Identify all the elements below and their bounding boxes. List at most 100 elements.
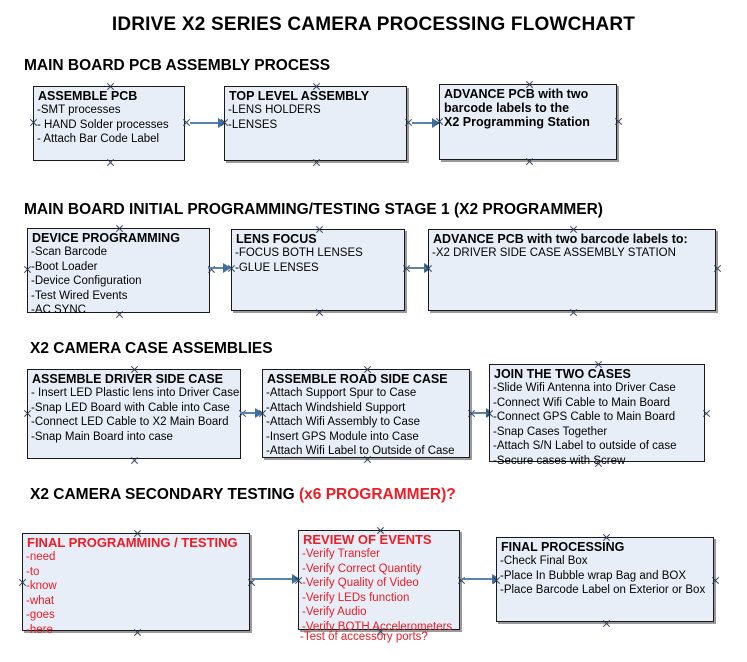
connector-arrow (408, 267, 426, 269)
node-line: -Place Barcode Label on Exterior or Box (500, 584, 706, 596)
node-line: -what (26, 594, 55, 607)
arrow-head-icon (432, 118, 440, 128)
node-line: -Slide Wifi Antenna into Driver Case (493, 382, 676, 394)
node-line: -Boot Loader (31, 260, 98, 273)
node-advance-pcb-station[interactable]: ADVANCE PCB with two barcode labels to t… (439, 84, 617, 160)
node-line: -X2 DRIVER SIDE CASE ASSEMBLY STATION (432, 247, 676, 259)
node-line: -Place In Bubble wrap Bag and BOX (500, 569, 687, 582)
node-line: -Attach Wifi Assembly to Case (266, 416, 421, 428)
node-title: LENS FOCUS (236, 232, 317, 246)
node-assemble-driver-side-case[interactable]: ASSEMBLE DRIVER SIDE CASE - Insert LED P… (27, 369, 241, 459)
node-line: -LENS HOLDERS (228, 104, 321, 116)
node-line: -Connect Wifi Cable to Main Board (493, 396, 671, 409)
arrow-head-icon (292, 574, 300, 584)
node-line: -to (26, 565, 40, 578)
node-top-level-assembly[interactable]: TOP LEVEL ASSEMBLY -LENS HOLDERS -LENSES (224, 86, 407, 161)
node-device-programming[interactable]: DEVICE PROGRAMMING -Scan Barcode -Boot L… (27, 228, 210, 316)
node-line: -need (26, 551, 56, 563)
node-line: barcode labels to the (444, 101, 570, 115)
node-assemble-road-side-case[interactable]: ASSEMBLE ROAD SIDE CASE -Attach Support … (262, 369, 470, 458)
node-line: -Verify Audio (302, 606, 367, 618)
arrow-head-icon (223, 263, 231, 273)
node-line: - Attach Bar Code Label (37, 133, 160, 145)
resize-handle-s[interactable] (569, 308, 578, 317)
node-join-the-two-cases[interactable]: JOIN THE TWO CASES -Slide Wifi Antenna i… (489, 364, 705, 467)
node-line: -FOCUS BOTH LENSES (235, 247, 363, 259)
connector-arrow (252, 578, 294, 580)
connector-arrow (472, 412, 488, 414)
node-title: JOIN THE TWO CASES (494, 367, 631, 381)
node-line: -Attach Support Spur to Case (266, 387, 417, 399)
section-heading-1-text: MAIN BOARD PCB ASSEMBLY PROCESS (24, 57, 331, 74)
node-title: REVIEW OF EVENTS (303, 532, 432, 547)
resize-handle-s[interactable] (315, 308, 324, 317)
node-line: -Verify LEDs function (302, 591, 410, 604)
node-line: - HAND Solder processes (37, 118, 169, 131)
node-line: -Attach S/N Label to outside of case (493, 440, 677, 452)
node-title: ASSEMBLE PCB (38, 89, 138, 103)
connector-arrow (208, 267, 226, 269)
connector-arrow (412, 122, 435, 124)
resize-handle-e[interactable] (713, 264, 722, 273)
section-heading-4-text: X2 CAMERA SECONDARY TESTING (30, 486, 299, 503)
resize-handle-s[interactable] (130, 456, 139, 465)
node-line: -Connect GPS Cable to Main Board (493, 411, 676, 423)
node-line: -Check Final Box (500, 555, 588, 567)
node-line: -Verify BOTH Accelerometers (302, 620, 453, 633)
node-title: FINAL PROGRAMMING / TESTING (27, 535, 238, 550)
node-line: -SMT processes (37, 104, 121, 116)
node-line: -Insert GPS Module into Case (266, 430, 419, 443)
node-title: ASSEMBLE DRIVER SIDE CASE (32, 372, 224, 386)
connector-arrow (462, 578, 494, 580)
connector-arrow (240, 412, 258, 414)
resize-handle-s[interactable] (525, 157, 534, 166)
node-line: -goes (26, 609, 55, 621)
node-title: TOP LEVEL ASSEMBLY (229, 89, 370, 103)
node-line: -Attach Wifi Label to Outside of Case (266, 445, 455, 457)
arrow-head-icon (218, 118, 226, 128)
node-line: -Snap LED Board with Cable into Case (31, 401, 230, 414)
node-line: -Test Wired Events (31, 289, 128, 302)
page-title: IDRIVE X2 SERIES CAMERA PROCESSING FLOWC… (111, 14, 636, 35)
node-line: -Attach Windshield Support (266, 401, 406, 414)
node-title: FINAL PROCESSING (501, 540, 625, 554)
node-line: -here (26, 623, 53, 636)
section-heading-1: MAIN BOARD PCB ASSEMBLY PROCESS (24, 57, 330, 75)
node-line: -GLUE LENSES (235, 261, 319, 274)
node-line: -Verify Correct Quantity (302, 562, 422, 575)
connector-arrow (190, 122, 220, 124)
node-line: -Verify Quality of Video (302, 577, 419, 589)
node-line: -Connect LED Cable to X2 Main Board (31, 416, 229, 428)
node-final-programming-testing[interactable]: FINAL PROGRAMMING / TESTING -need -to -k… (22, 533, 250, 636)
node-line: -Scan Barcode (31, 246, 108, 258)
arrow-head-icon (255, 408, 263, 418)
node-advance-pcb-driver-side[interactable]: ADVANCE PCB with two barcode labels to: … (428, 229, 716, 311)
section-heading-2: MAIN BOARD INITIAL PROGRAMMING/TESTING S… (24, 201, 603, 219)
node-line: -Snap Main Board into case (31, 430, 173, 443)
node-assemble-pcb[interactable]: ASSEMBLE PCB -SMT processes - HAND Solde… (33, 86, 185, 161)
section-heading-4: X2 CAMERA SECONDARY TESTING (x6 PROGRAMM… (30, 486, 456, 504)
node-final-processing[interactable]: FINAL PROCESSING -Check Final Box -Place… (496, 537, 714, 622)
node-line: -Device Configuration (31, 275, 142, 287)
node-title: DEVICE PROGRAMMING (32, 231, 180, 245)
section-heading-2-text: MAIN BOARD INITIAL PROGRAMMING/TESTING S… (24, 201, 603, 218)
node-line: -Snap Cases Together (493, 425, 608, 438)
node-title: ASSEMBLE ROAD SIDE CASE (267, 372, 448, 386)
node-line: -know (26, 580, 57, 592)
node-overflow-line: -Test of accessory ports? (300, 631, 428, 643)
resize-handle-s[interactable] (312, 158, 321, 167)
node-line: -AC SYNC (31, 304, 86, 316)
section-heading-3-text: X2 CAMERA CASE ASSEMBLIES (30, 340, 273, 357)
node-title: ADVANCE PCB with two barcode labels to: (433, 232, 688, 246)
node-line: -Verify Transfer (302, 548, 380, 560)
section-heading-4-accent: (x6 PROGRAMMER)? (299, 486, 456, 503)
node-lens-focus[interactable]: LENS FOCUS -FOCUS BOTH LENSES -GLUE LENS… (231, 229, 405, 311)
resize-handle-s[interactable] (602, 619, 611, 628)
resize-handle-s[interactable] (106, 158, 115, 167)
section-heading-3: X2 CAMERA CASE ASSEMBLIES (30, 340, 273, 358)
node-review-of-events[interactable]: REVIEW OF EVENTS -Verify Transfer -Verif… (298, 530, 460, 633)
node-title: ADVANCE PCB with two (444, 87, 589, 101)
node-line: -LENSES (228, 118, 278, 131)
node-line: - Insert LED Plastic lens into Driver Ca… (31, 387, 240, 399)
